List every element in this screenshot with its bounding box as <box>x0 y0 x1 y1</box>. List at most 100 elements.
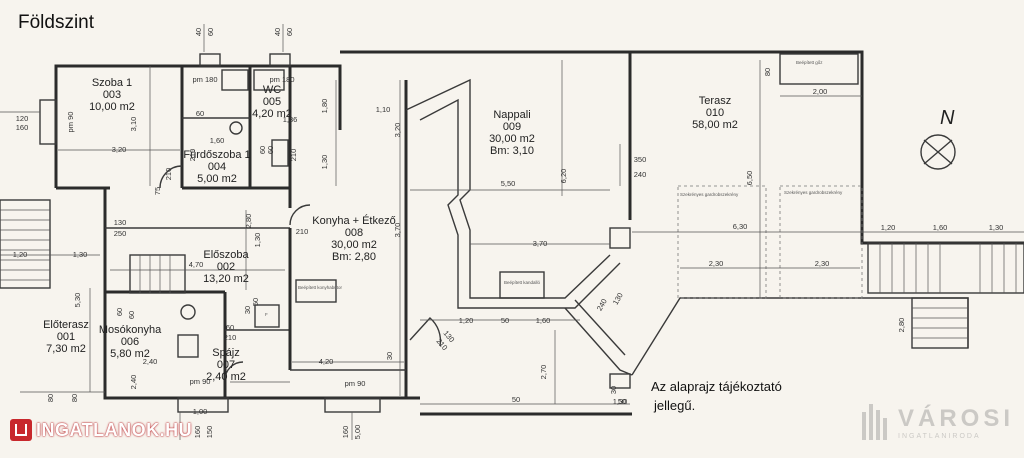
door-arc-2 <box>409 317 442 347</box>
window-west <box>39 99 57 145</box>
varosi-logo-subtext: INGATLANIRODA <box>898 432 981 440</box>
stair-treads-left <box>0 209 50 281</box>
dimension-label-49: 5,30 <box>73 293 82 308</box>
dimension-label-15: 1,10 <box>376 105 391 114</box>
dimension-label-6: 120 <box>16 114 29 123</box>
room-label-r2-line-0: WC <box>263 84 281 96</box>
wardrobe-left <box>677 185 767 299</box>
dimension-label-61: 2,40 <box>143 357 158 366</box>
room-label-r3-line-2: 5,00 m2 <box>197 173 237 185</box>
living-diagonal-wall-inner <box>574 299 626 356</box>
dimension-label-79: 50 <box>251 298 260 306</box>
compass-north-label: N <box>940 107 955 129</box>
dimension-label-50: 60 <box>115 308 124 316</box>
dimension-label-18: 60 <box>266 146 275 154</box>
wall-entrance <box>103 188 420 400</box>
dimension-label-59: 30 <box>385 352 394 360</box>
dimension-label-41: 1,20 <box>13 250 28 259</box>
room-label-r10-line-1: 007 <box>217 359 235 371</box>
shower <box>271 139 289 167</box>
dimension-label-33: 2,80 <box>244 214 253 229</box>
room-label-r9-line-1: 006 <box>121 336 139 348</box>
dimension-label-48: 240 <box>595 297 609 312</box>
varosi-logo: VÁROSI INGATLANIRODA <box>862 404 1014 440</box>
room-label-r1-line-1: 003 <box>103 89 121 101</box>
fireplace-box <box>499 271 545 299</box>
room-label-r5-line-1: 010 <box>706 107 724 119</box>
dimension-label-42: 1,60 <box>933 223 948 232</box>
fridge <box>254 304 280 328</box>
dimension-label-55: 50 <box>501 316 509 325</box>
furniture-label-5: F <box>265 312 268 317</box>
stair-outline-right <box>867 242 1024 294</box>
dimension-label-11: 60 <box>196 109 204 118</box>
room-label-r6-line-0: Konyha + Étkező <box>312 214 395 227</box>
dimension-label-12: 1,60 <box>210 136 225 145</box>
interior-walls <box>105 66 406 398</box>
window-bottom-1 <box>177 397 229 413</box>
window-living <box>609 373 631 389</box>
kitchen-unit <box>295 279 337 303</box>
window-bottom-2 <box>324 397 381 413</box>
room-label-r8-line-2: 7,30 m2 <box>46 343 86 355</box>
varosi-logo-text: VÁROSI <box>898 404 1015 432</box>
dimension-label-22: 75 <box>153 187 162 195</box>
page-title: Földszint <box>18 12 95 33</box>
room-label-r10-line-2: 2,40 m2 <box>206 371 246 383</box>
dimension-label-72: 150 <box>205 426 214 439</box>
bath-fixture <box>221 69 249 91</box>
compass: N <box>920 107 956 170</box>
dimension-label-31: 130 <box>114 218 127 227</box>
outer-walls <box>54 50 1024 416</box>
wardrobe-right <box>779 185 863 299</box>
furniture-label-3: Beépített konyhabútor <box>298 285 343 290</box>
terrace-south-edge <box>631 297 969 376</box>
room-label-r5-line-0: Terasz <box>699 95 731 107</box>
dimension-label-68: 80 <box>46 394 55 402</box>
stair-landing-south <box>911 297 969 349</box>
room-label-r3-line-0: Fürdőszoba 1 <box>183 149 250 161</box>
compass-circle <box>920 134 956 170</box>
dimension-label-73: 160 <box>341 426 350 439</box>
stairs-left <box>0 199 186 294</box>
building-icon <box>862 404 888 440</box>
dimension-label-34: 210 <box>296 227 309 236</box>
sink-circle <box>180 304 196 320</box>
dimension-label-47: 130 <box>611 291 625 306</box>
room-label-r3-line-1: 004 <box>208 161 226 173</box>
dimension-label-8: pm 90 <box>66 112 75 133</box>
dimension-label-17: 60 <box>258 146 267 154</box>
window-top-1 <box>199 53 221 67</box>
dimension-label-20: 1,36 <box>283 115 298 124</box>
dimension-label-29: 80 <box>763 68 772 76</box>
furniture-label-0: Beépített gőz <box>796 60 823 65</box>
interior-stair-treads <box>139 255 171 293</box>
room-label-r4-line-2: 30,00 m2 <box>489 133 535 145</box>
dimension-label-0: 40 <box>194 28 203 36</box>
room-label-r9-line-0: Mosókonyha <box>99 324 162 336</box>
note-line-1: Az alaprajz tájékoztató <box>651 379 782 394</box>
dimension-lines <box>0 24 1024 440</box>
door-arc-1 <box>159 165 183 189</box>
dimension-label-62: pm 90 <box>190 377 211 386</box>
dimension-label-63: 1,00 <box>193 407 208 416</box>
dimension-label-40: 4,70 <box>189 260 204 269</box>
wc-fixture <box>253 69 285 91</box>
dimension-label-27: 240 <box>634 170 647 179</box>
dimension-label-36: 3,70 <box>393 223 402 238</box>
stair-treads-right <box>879 243 1017 293</box>
ingatlanok-logo: INGATLANOK.HU <box>10 419 192 441</box>
room-label-r7-line-1: 002 <box>217 261 235 273</box>
dimension-label-7: 160 <box>16 123 29 132</box>
dimension-label-2: 40 <box>273 28 282 36</box>
furniture-label-4: Beépített kandalló <box>504 280 541 285</box>
dimension-label-37: 3,70 <box>533 239 548 248</box>
dimension-label-65: pm 90 <box>345 379 366 388</box>
room-label-r7-line-0: Előszoba <box>203 249 249 261</box>
dimension-label-25: 6,20 <box>559 169 568 184</box>
room-label-r6-line-1: 008 <box>345 227 363 239</box>
room-label-r10-line-0: Spájz <box>212 347 240 359</box>
room-label-r5-line-2: 58,00 m2 <box>692 119 738 131</box>
